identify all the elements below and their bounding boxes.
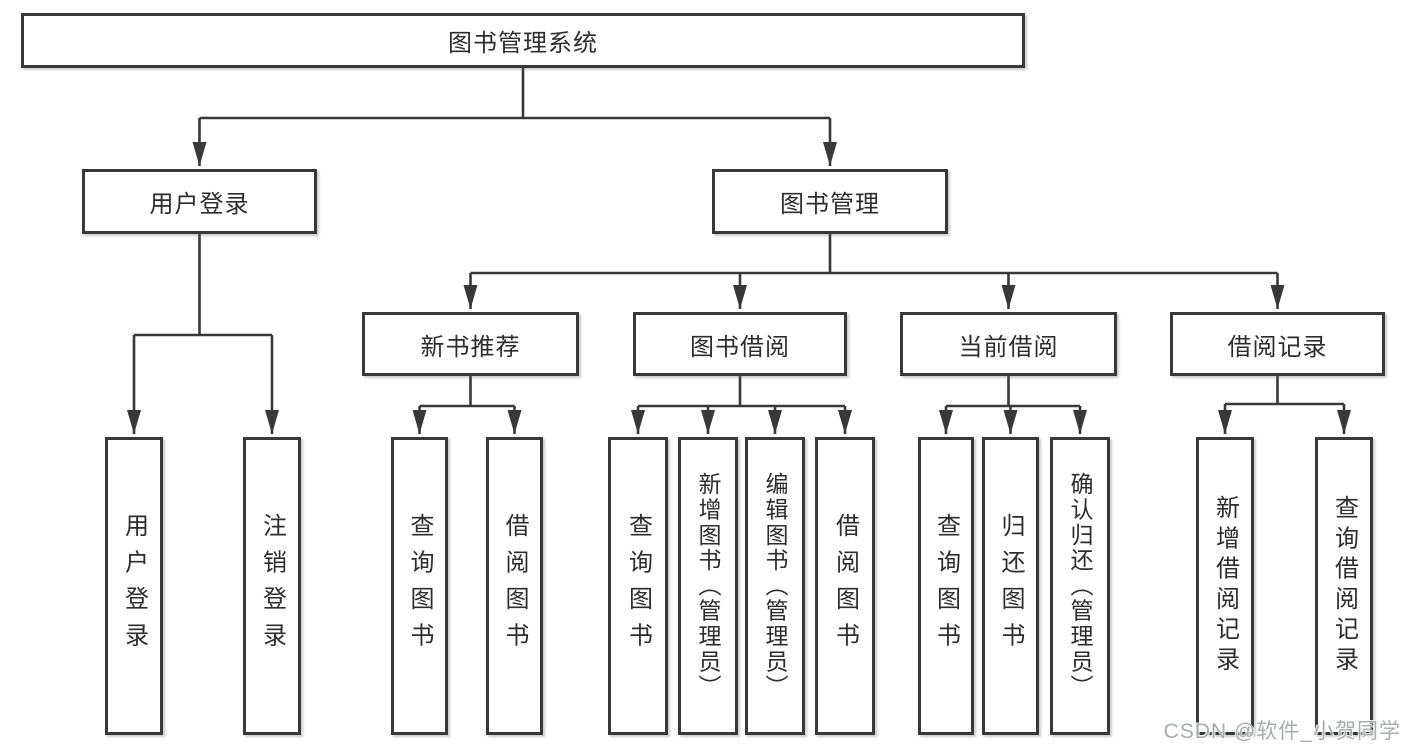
leaf-user-login: 用户登录 <box>105 437 163 735</box>
leaf-rec-query-book: 查询图书 <box>391 437 448 735</box>
leaf-cur-confirm-return: 确认归还（管理员） <box>1050 437 1110 735</box>
leaf-user-login-label: 用户登录 <box>120 513 148 659</box>
leaf-borrow-edit-book-label: 编辑图书（管理员） <box>762 472 788 700</box>
node-book-mgmt: 图书管理 <box>712 169 948 234</box>
leaf-borrow-borrow-book: 借阅图书 <box>815 437 875 735</box>
node-root: 图书管理系统 <box>21 13 1025 68</box>
leaf-rec-borrow-book: 借阅图书 <box>486 437 543 735</box>
node-new-book-rec-label: 新书推荐 <box>420 333 521 361</box>
node-current-borrow-label: 当前借阅 <box>958 333 1059 361</box>
leaf-records-query-label: 查询借阅记录 <box>1330 495 1358 677</box>
leaf-logout: 注销登录 <box>243 437 301 735</box>
node-book-borrow-label: 图书借阅 <box>690 333 790 361</box>
node-book-mgmt-label: 图书管理 <box>780 191 880 218</box>
leaf-rec-query-book-label: 查询图书 <box>406 513 433 659</box>
leaf-logout-label: 注销登录 <box>258 513 286 659</box>
leaf-borrow-query-book-label: 查询图书 <box>624 513 652 659</box>
leaf-borrow-edit-book: 编辑图书（管理员） <box>745 437 805 735</box>
watermark: CSDN @软件_小贺同学 <box>1163 720 1401 743</box>
leaf-cur-return-book: 归还图书 <box>982 437 1039 735</box>
node-book-borrow: 图书借阅 <box>633 312 847 376</box>
node-root-label: 图书管理系统 <box>448 30 598 57</box>
leaf-cur-query-book: 查询图书 <box>918 437 974 735</box>
node-user-login-label: 用户登录 <box>149 191 250 218</box>
node-current-borrow: 当前借阅 <box>900 312 1117 376</box>
leaf-borrow-query-book: 查询图书 <box>608 437 668 735</box>
leaf-records-add: 新增借阅记录 <box>1196 437 1254 735</box>
leaf-records-add-label: 新增借阅记录 <box>1211 495 1239 677</box>
leaf-borrow-add-book-label: 新增图书（管理员） <box>695 472 721 700</box>
node-borrow-records: 借阅记录 <box>1170 312 1385 376</box>
leaf-borrow-add-book: 新增图书（管理员） <box>678 437 738 735</box>
leaf-records-query: 查询借阅记录 <box>1315 437 1373 735</box>
leaf-borrow-borrow-book-label: 借阅图书 <box>831 513 859 659</box>
leaf-rec-borrow-book-label: 借阅图书 <box>501 513 528 659</box>
leaf-cur-query-book-label: 查询图书 <box>932 513 960 659</box>
leaf-cur-confirm-return-label: 确认归还（管理员） <box>1067 472 1093 700</box>
node-new-book-rec: 新书推荐 <box>362 312 579 376</box>
leaf-cur-return-book-label: 归还图书 <box>997 513 1024 659</box>
node-user-login: 用户登录 <box>82 169 317 234</box>
node-borrow-records-label: 借阅记录 <box>1227 333 1328 361</box>
